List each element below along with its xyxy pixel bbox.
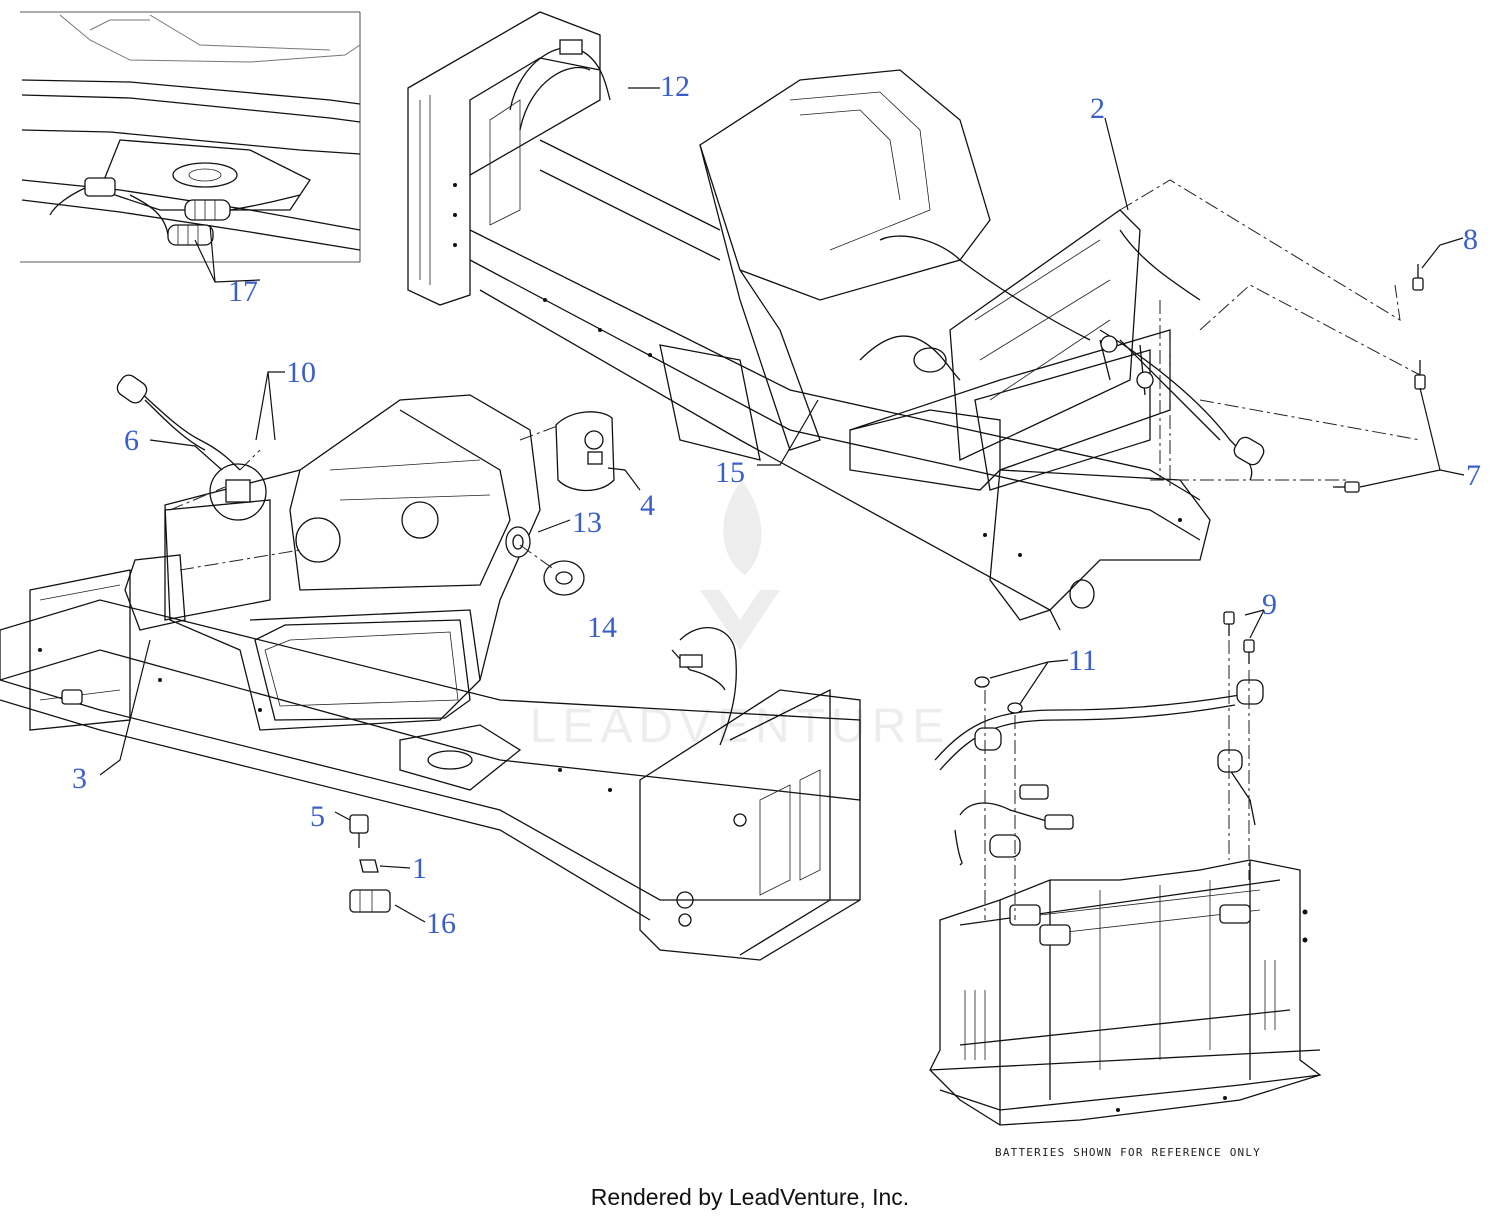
callout-2: 2 xyxy=(1090,92,1105,125)
lower-frame-assembly xyxy=(0,374,861,961)
callout-labels: 12 2 17 8 10 6 15 7 4 13 9 14 11 3 5 1 1… xyxy=(72,70,1481,940)
leader-lines xyxy=(99,87,1465,923)
callout-5: 5 xyxy=(310,800,325,833)
callout-4: 4 xyxy=(640,489,655,522)
nut-11a xyxy=(974,676,990,688)
callout-15: 15 xyxy=(715,456,745,489)
screw-7b xyxy=(1333,481,1360,493)
inset-connector-group xyxy=(49,177,301,246)
bolt-9a xyxy=(1223,611,1235,636)
watermark-text: LEADVENTURE xyxy=(530,700,951,753)
callout-9: 9 xyxy=(1262,588,1277,621)
connector-16 xyxy=(349,889,391,913)
watermark-logo: LEADVENTURE xyxy=(530,480,951,753)
nut-11b xyxy=(1007,702,1023,714)
callout-17: 17 xyxy=(228,275,258,308)
switch-5 xyxy=(349,814,369,848)
callout-13: 13 xyxy=(572,506,602,539)
callout-10: 10 xyxy=(286,356,316,389)
screw-8 xyxy=(1412,264,1424,291)
upper-frame-assembly xyxy=(407,11,1426,631)
callout-16: 16 xyxy=(426,907,456,940)
clip-1 xyxy=(359,859,379,873)
cover-4 xyxy=(555,411,615,492)
bolt-9b xyxy=(1243,639,1255,664)
callout-7: 7 xyxy=(1466,459,1481,492)
callout-12: 12 xyxy=(660,70,690,103)
callout-14: 14 xyxy=(587,611,617,644)
callout-1: 1 xyxy=(412,852,427,885)
inset-detail xyxy=(20,11,361,283)
battery-note: BATTERIES SHOWN FOR REFERENCE ONLY xyxy=(995,1146,1261,1159)
callout-8: 8 xyxy=(1463,223,1478,256)
battery-pack: BATTERIES SHOWN FOR REFERENCE ONLY xyxy=(929,611,1322,1159)
footer-credit: Rendered by LeadVenture, Inc. xyxy=(590,1184,910,1210)
knob-14 xyxy=(543,560,585,596)
callout-3: 3 xyxy=(72,762,87,795)
screw-7a xyxy=(1414,360,1426,390)
bushing-13 xyxy=(505,526,531,558)
callout-11: 11 xyxy=(1068,644,1097,677)
callout-6: 6 xyxy=(124,424,139,457)
